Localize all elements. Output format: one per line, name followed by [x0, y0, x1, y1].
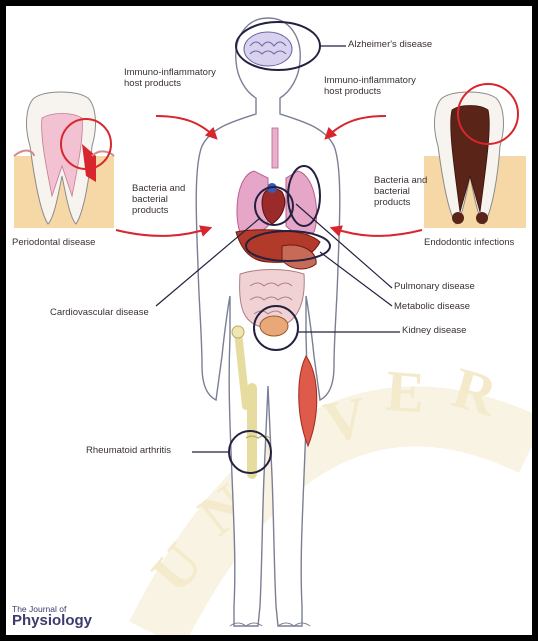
label-metabolic: Metabolic disease — [394, 302, 470, 313]
label-cardiovascular: Cardiovascular disease — [50, 308, 149, 319]
arrow-bacteria-left — [116, 228, 210, 236]
periodontal-tooth — [14, 92, 114, 228]
label-bacteria-right: Bacteria and bacterial products — [374, 176, 427, 209]
label-immuno-right: Immuno-inflammatory host products — [324, 76, 416, 98]
watermark-arc — [156, 416, 532, 635]
label-immuno-left: Immuno-inflammatory host products — [124, 68, 216, 90]
arrow-bacteria-right — [332, 228, 422, 236]
body-diagram — [6, 6, 532, 635]
label-pulmonary: Pulmonary disease — [394, 282, 475, 293]
endodontic-tooth — [424, 92, 526, 228]
label-kidney: Kidney disease — [402, 326, 466, 337]
label-alzheimers: Alzheimer's disease — [348, 40, 432, 51]
label-periodontal: Periodontal disease — [12, 238, 95, 249]
arrow-immuno-right — [326, 116, 386, 138]
kidney-bladder — [260, 316, 288, 336]
label-endodontic: Endodontic infections — [424, 238, 514, 249]
label-rheumatoid: Rheumatoid arthritis — [86, 446, 171, 457]
journal-logo: The Journal of Physiology — [12, 605, 92, 629]
diagram-frame: U N I V E R — [6, 6, 532, 635]
journal-logo-big: Physiology — [12, 613, 92, 629]
label-bacteria-left: Bacteria and bacterial products — [132, 184, 185, 217]
arrow-immuno-left — [156, 116, 216, 138]
brain — [244, 32, 292, 66]
